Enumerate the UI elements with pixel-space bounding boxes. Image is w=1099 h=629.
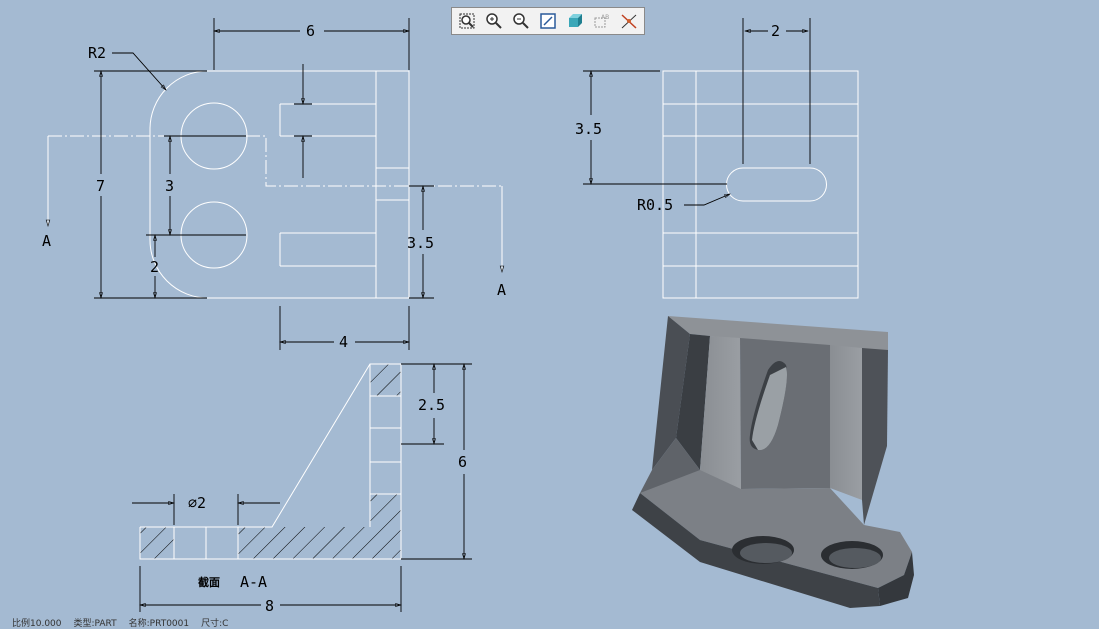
dim-hole-spacing-3[interactable]: 3 [165,177,174,195]
shading-button[interactable] [563,9,587,33]
side-dimensions [583,18,811,206]
view-toolbar: AB [451,7,645,35]
front-dimensions [94,18,434,350]
status-name: 名称:PRT0001 [128,619,190,629]
shading-icon [569,14,582,27]
status-type: 类型:PART [73,619,117,629]
zoom-out-button[interactable] [509,9,533,33]
dim-3-5[interactable]: 3.5 [407,234,434,252]
section-arrows [45,136,505,274]
refit-button[interactable] [536,9,560,33]
status-size: 尺寸:C [201,619,229,629]
dim-width-4[interactable]: 4 [339,333,348,351]
zoom-window-icon [459,13,475,29]
zoom-out-icon [513,13,529,29]
zoom-window-button[interactable] [455,9,479,33]
dim-width-6[interactable]: 6 [306,22,315,40]
dim-height-6[interactable]: 6 [458,453,467,471]
dim-slot-height-3-5[interactable]: 3.5 [575,120,602,138]
dim-r0-5[interactable]: R0.5 [637,196,673,214]
dim-r2[interactable]: R2 [88,44,106,62]
side-view [662,70,859,299]
dim-slot-width-2[interactable]: 2 [771,22,780,40]
datum-display-icon [621,14,637,29]
refit-icon [540,13,556,29]
zoom-in-button[interactable] [482,9,506,33]
annotation-display-icon: AB [594,14,609,28]
dim-height-7[interactable]: 7 [96,177,105,195]
zoom-in-icon [486,13,502,29]
section-dimensions [132,363,472,612]
status-bar: 比例10.000 类型:PART 名称:PRT0001 尺寸:C [12,616,228,629]
front-view [149,70,410,299]
section-view [139,363,402,560]
datum-display-button[interactable] [617,9,641,33]
annotation-display-button[interactable]: AB [590,9,614,33]
dim-diameter-2[interactable]: ∅2 [188,494,206,512]
svg-text:AB: AB [601,14,609,21]
section-caption: A-A [240,573,267,591]
status-scale: 比例10.000 [12,619,62,629]
section-mark-left: A [42,232,51,250]
dim-width-8[interactable]: 8 [265,597,274,615]
isometric-model-view[interactable] [632,316,914,608]
section-mark-right: A [497,281,506,299]
dim-2-5[interactable]: 2.5 [418,396,445,414]
section-caption-prefix: 截面 [198,575,220,589]
dim-2[interactable]: 2 [150,258,159,276]
